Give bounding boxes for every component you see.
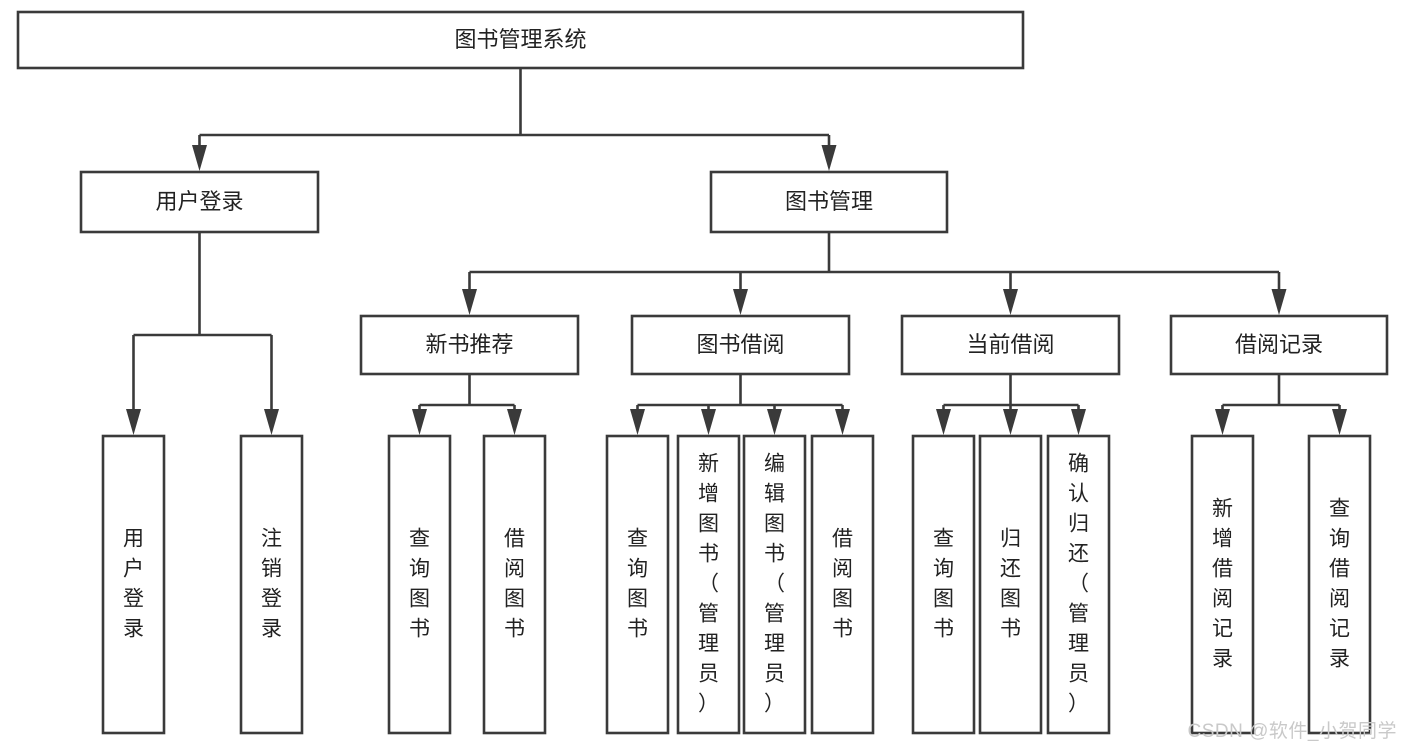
node-box [1046,434,1111,735]
node-box [676,434,741,735]
node-leaf-add-book[interactable]: 新增图书（管理员） [676,434,741,735]
node-label: 图书管理 [785,189,873,214]
node-current-borrow[interactable]: 当前借阅 [900,314,1121,376]
node-label: 新书推荐 [425,332,513,357]
node-leaf-user-login[interactable]: 用户登录 [101,434,166,735]
node-leaf-add-record[interactable]: 新增借阅记录 [1190,434,1255,735]
node-borrow-record[interactable]: 借阅记录 [1169,314,1389,376]
node-label: 查询图书 [933,527,954,640]
node-label: 查询图书 [627,527,648,640]
node-box [1307,434,1372,735]
connector-group-root [192,68,837,171]
arrowhead-icon [1332,409,1347,435]
arrowhead-icon [701,409,716,435]
node-label: 借阅图书 [504,527,525,640]
node-leaf-query-book-borrow[interactable]: 查询图书 [605,434,670,735]
connector-group-borrow-record [1215,374,1347,435]
connector-group-book-manage [462,232,1287,315]
arrowhead-icon [821,145,837,171]
node-root[interactable]: 图书管理系统 [16,10,1025,70]
node-leaf-query-record[interactable]: 查询借阅记录 [1307,434,1372,735]
arrowhead-icon [192,145,207,171]
node-label: 图书管理系统 [454,27,586,52]
arrowhead-icon [767,409,782,435]
node-box [900,314,1121,376]
arrowhead-icon [264,409,279,435]
node-box [359,314,580,376]
node-layer: 图书管理系统用户登录图书管理新书推荐图书借阅当前借阅借阅记录用户登录注销登录查询… [16,10,1389,735]
node-box [911,434,976,735]
connector-layer [126,68,1347,435]
node-label: 查询借阅记录 [1329,497,1350,670]
node-box [605,434,670,735]
node-leaf-borrow-book[interactable]: 借阅图书 [810,434,875,735]
node-box [709,170,949,234]
arrowhead-icon [126,409,141,435]
node-label: 注销登录 [261,527,282,640]
arrowhead-icon [507,409,522,435]
node-label: 新增图书（管理员） [698,452,719,715]
node-label: 借阅记录 [1235,332,1323,357]
node-label: 查询图书 [409,527,430,640]
node-label: 用户登录 [123,527,144,640]
node-box [978,434,1043,735]
node-box [482,434,547,735]
arrowhead-icon [835,409,850,435]
arrowhead-icon [1071,409,1086,435]
node-label: 归还图书 [1000,527,1021,640]
node-label: 编辑图书（管理员） [764,452,785,715]
node-box [16,10,1025,70]
node-box [1169,314,1389,376]
node-box [742,434,807,735]
node-box [239,434,304,735]
node-leaf-return-book[interactable]: 归还图书 [978,434,1043,735]
arrowhead-icon [1003,409,1018,435]
node-leaf-query-book-current[interactable]: 查询图书 [911,434,976,735]
node-leaf-logout[interactable]: 注销登录 [239,434,304,735]
node-box [810,434,875,735]
arrowhead-icon [412,409,427,435]
node-label: 用户登录 [155,189,243,214]
node-leaf-query-book-rec[interactable]: 查询图书 [387,434,452,735]
node-label: 确认归还（管理员） [1068,452,1089,715]
node-box [79,170,320,234]
connector-group-current-borrow [936,374,1086,435]
node-label: 借阅图书 [832,527,853,640]
node-box [387,434,452,735]
node-book-manage[interactable]: 图书管理 [709,170,949,234]
arrowhead-icon [630,409,645,435]
node-label: 新增借阅记录 [1212,497,1233,670]
node-box [630,314,851,376]
arrowhead-icon [1271,289,1287,315]
connector-group-user-login [126,232,279,435]
arrowhead-icon [462,289,477,315]
node-leaf-borrow-book-rec[interactable]: 借阅图书 [482,434,547,735]
node-user-login[interactable]: 用户登录 [79,170,320,234]
node-book-borrow[interactable]: 图书借阅 [630,314,851,376]
node-leaf-edit-book[interactable]: 编辑图书（管理员） [742,434,807,735]
node-new-book-recommend[interactable]: 新书推荐 [359,314,580,376]
node-label: 当前借阅 [966,332,1054,357]
arrowhead-icon [936,409,951,435]
connector-group-new-book-recommend [412,374,522,435]
node-leaf-confirm-return[interactable]: 确认归还（管理员） [1046,434,1111,735]
node-box [1190,434,1255,735]
node-label: 图书借阅 [696,332,784,357]
arrowhead-icon [733,289,748,315]
arrowhead-icon [1003,289,1018,315]
node-box [101,434,166,735]
connector-group-book-borrow [630,374,850,435]
arrowhead-icon [1215,409,1230,435]
